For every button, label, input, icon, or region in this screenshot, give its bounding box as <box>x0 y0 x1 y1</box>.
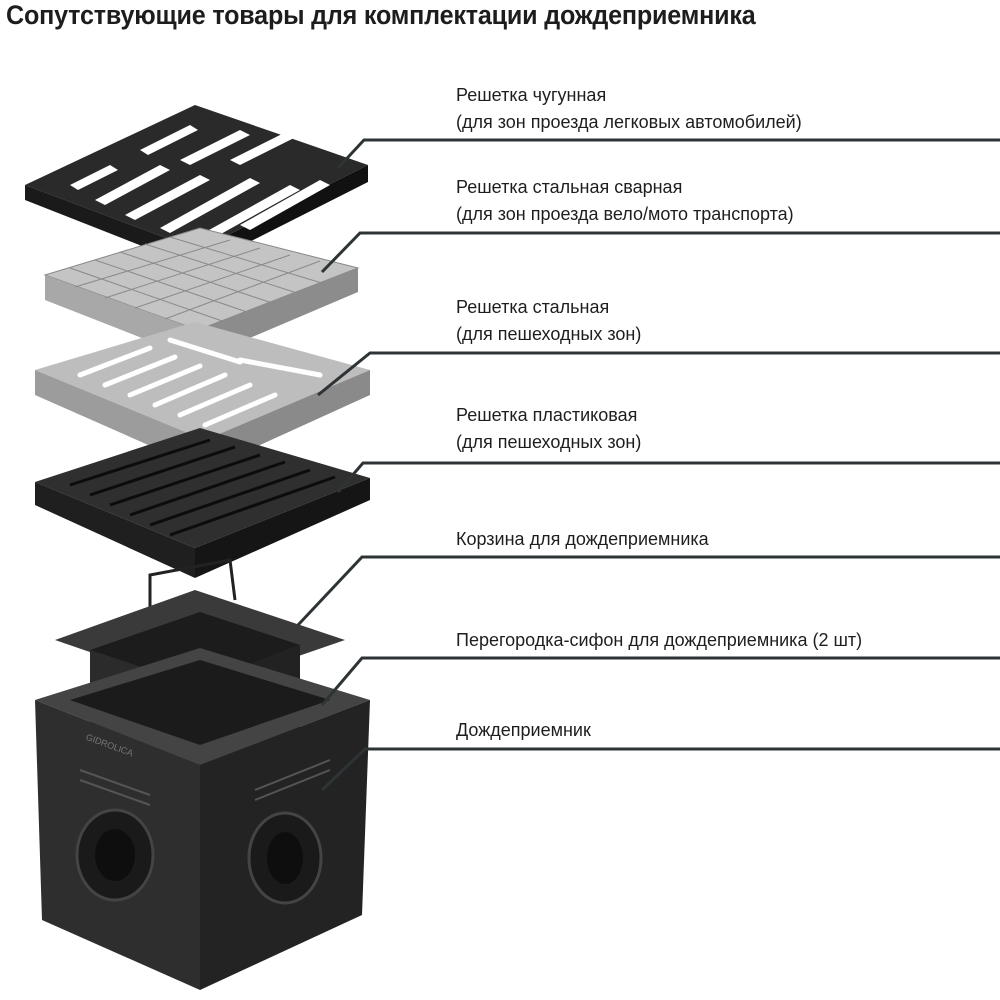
callout-title: Решетка чугунная <box>456 85 607 105</box>
leader-line-steel <box>317 351 1000 397</box>
callout-title: Дождеприемник <box>456 720 591 740</box>
cast-iron-grate <box>25 105 368 268</box>
callout-title: Решетка пластиковая <box>456 405 638 425</box>
callout-note: (для пешеходных зон) <box>456 324 642 344</box>
callout-title: Решетка стальная сварная <box>456 177 683 197</box>
callout-title: Решетка стальная <box>456 297 610 317</box>
callout-siphon: Перегородка-сифон для дождеприемника (2 … <box>456 627 862 654</box>
leader-line-siphon <box>320 656 1000 706</box>
callout-steel-grate: Решетка стальная (для пешеходных зон) <box>456 294 641 348</box>
callout-cast-iron-grate: Решетка чугунная (для зон проезда легков… <box>456 82 802 136</box>
callout-basket: Корзина для дождеприемника <box>456 526 709 553</box>
leader-line-steel-welded <box>320 231 1000 274</box>
callout-note: (для пешеходных зон) <box>456 432 642 452</box>
rain-inlet-box <box>35 648 370 990</box>
leader-line-cast-iron <box>336 138 1000 170</box>
callout-rain-inlet: Дождеприемник <box>456 717 591 744</box>
leader-line-inlet <box>320 747 1000 792</box>
leader-lines <box>296 138 1000 792</box>
callout-note: (для зон проезда легковых автомобилей) <box>456 112 802 132</box>
leader-line-plastic <box>336 461 1000 493</box>
page-title: Сопутствующие товары для комплектации до… <box>6 0 756 30</box>
plastic-grate <box>35 428 370 578</box>
callout-title: Перегородка-сифон для дождеприемника (2 … <box>456 630 863 650</box>
callout-title: Корзина для дождеприемника <box>456 529 709 549</box>
leader-line-basket <box>296 555 1000 627</box>
callout-steel-welded-grate: Решетка стальная сварная (для зон проезд… <box>456 174 794 228</box>
basket-handle <box>148 558 237 625</box>
callout-plastic-grate: Решетка пластиковая (для пешеходных зон) <box>456 402 641 456</box>
callout-note: (для зон проезда вело/мото транспорта) <box>456 204 794 224</box>
